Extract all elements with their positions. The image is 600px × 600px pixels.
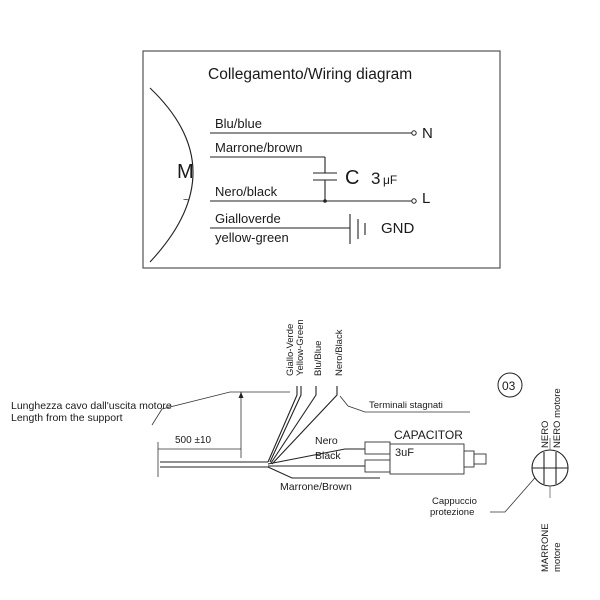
- cap-sleeve-2: [364, 459, 391, 473]
- label-giallo-verde: Giallo-Verde: [285, 324, 296, 376]
- capacitor-bolt: [473, 453, 487, 465]
- label-black: Black: [315, 450, 341, 462]
- capacitor-value: 3uF: [395, 447, 414, 459]
- label-marrone-vertical: MARRONE: [540, 523, 551, 572]
- label-yellow-green: Yellow-Green: [295, 319, 306, 376]
- cap-unit: μF: [383, 173, 397, 187]
- label-nero-motore-vertical: NERO motore: [552, 388, 563, 448]
- label-yg-2: yellow-green: [215, 230, 289, 245]
- capacitor-stud: [463, 450, 475, 468]
- wire-yg-strand: [267, 386, 298, 463]
- wire-brown: [267, 466, 380, 479]
- wire-black-strand: [271, 386, 338, 465]
- diagram-frame: [142, 50, 501, 269]
- motor-label: M: [177, 161, 194, 183]
- label-terminals: Terminali stagnati: [369, 400, 443, 411]
- label-black: Nero/black: [215, 184, 278, 199]
- cap-protection-leader: [490, 471, 541, 513]
- label-gnd: GND: [381, 220, 415, 237]
- label-brown: Marrone/brown: [215, 140, 302, 155]
- label-motore-vertical: motore: [552, 542, 563, 572]
- cable-length-leader: [151, 391, 290, 426]
- diagram-title: Collegamento/Wiring diagram: [208, 66, 412, 83]
- cap-protection-2: protezione: [430, 507, 474, 518]
- cable-length-it: Lunghezza cavo dall'uscita motore: [11, 400, 172, 412]
- label-nero: Nero: [315, 435, 338, 447]
- terminal-n: [411, 130, 417, 136]
- capacitor-label: CAPACITOR: [394, 428, 463, 442]
- motor-ac-symbol: ~: [183, 195, 189, 206]
- wire-blue-strand: [270, 386, 317, 464]
- label-nero-black: Nero/Black: [334, 329, 345, 376]
- motor-arc: [149, 87, 194, 263]
- wire-yg-strand-2: [269, 386, 302, 463]
- label-l: L: [422, 190, 430, 207]
- cable-length-en: Length from the support: [11, 412, 123, 424]
- label-blu-blue: Blu/Blue: [313, 341, 324, 376]
- terminal-l: [411, 198, 417, 204]
- capacitor-body: [389, 443, 465, 475]
- wire-nero-to-cap: [267, 448, 368, 465]
- cap-symbol: C: [345, 167, 359, 189]
- cap-protection-1: Cappuccio: [432, 496, 477, 507]
- label-n: N: [422, 125, 433, 142]
- label-blue: Blu/blue: [215, 116, 262, 131]
- cap-value: 3: [371, 169, 380, 188]
- badge-circle: [497, 372, 523, 398]
- leader-arrow: [238, 392, 244, 398]
- label-yg-1: Gialloverde: [215, 211, 281, 226]
- cap-sleeve-1: [364, 441, 391, 455]
- label-marrone-brown: Marrone/Brown: [280, 481, 352, 493]
- terminals-leader: [339, 395, 470, 413]
- dimension-value: 500 ±10: [175, 435, 212, 446]
- badge-number: 03: [502, 379, 516, 393]
- label-nero-vertical: NERO: [540, 421, 551, 448]
